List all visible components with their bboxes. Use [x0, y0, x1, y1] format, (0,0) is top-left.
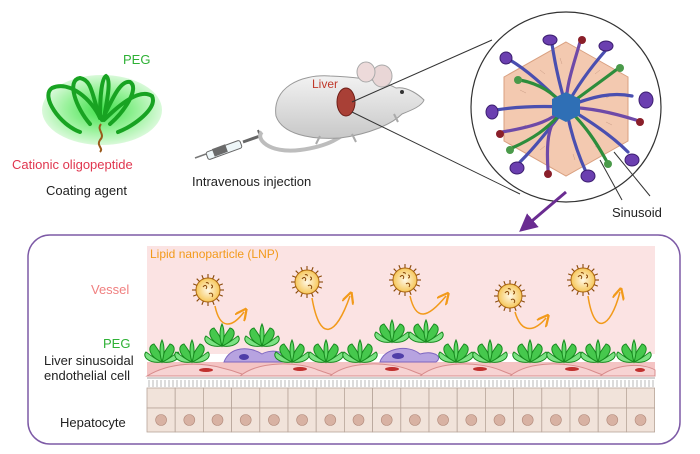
intravenous-injection-label: Intravenous injection [192, 174, 312, 189]
liver-lobule-icon [470, 11, 662, 203]
endothelial-cell-icon [145, 362, 656, 379]
mouse-icon [258, 61, 425, 153]
sinusoid-label: Sinusoid [612, 205, 662, 220]
lsec-label-line1: Liver sinusoidal [44, 353, 134, 368]
hepatocyte-label: Hepatocyte [60, 415, 126, 430]
peg-label-top: PEG [123, 52, 151, 67]
syringe-icon [194, 129, 263, 160]
lsec-label-line2: endothelial cell [44, 368, 131, 383]
coating-agent-label: Coating agent [46, 183, 127, 198]
peg-label-bottom: PEG [103, 336, 131, 351]
kupffer-cell-icon [223, 347, 440, 363]
cationic-oligopeptide-label: Cationic oligopeptide [12, 157, 133, 172]
liver-label: Liver [312, 77, 339, 91]
lnp-label: Lipid nanoparticle (LNP) [150, 247, 279, 261]
hepatocyte-icon [146, 387, 656, 433]
vessel-label: Vessel [91, 282, 130, 297]
peg-coating-agent-icon [42, 73, 162, 153]
